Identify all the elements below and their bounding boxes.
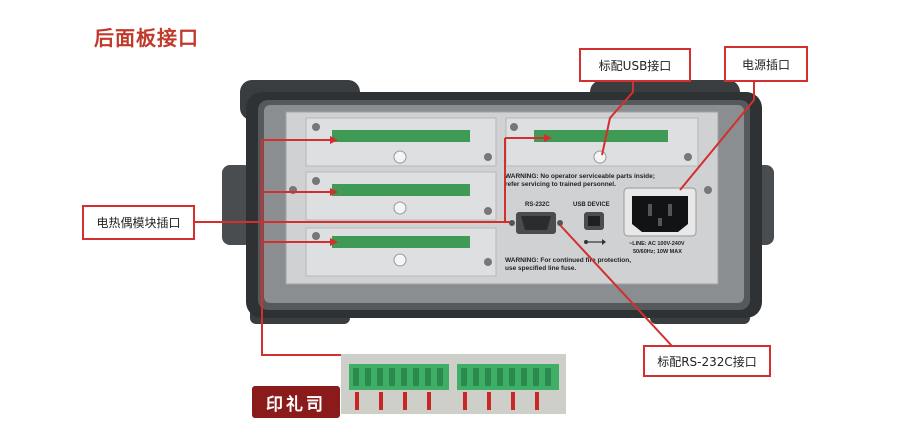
terminal-block-photo [341, 354, 566, 414]
rs232-callout: 标配RS-232C接口 [643, 345, 771, 377]
usb-device-label: USB DEVICE [573, 202, 610, 208]
thermocouple-module-slot [305, 117, 497, 167]
power-rating-text: ~LINE: AC 100V-240V [629, 241, 685, 247]
usb-icon [584, 239, 606, 245]
page-title: 后面板接口 [94, 26, 199, 50]
warning-top-text-2: refer servicing to trained personnel. [505, 181, 616, 188]
thermocouple-callout: 电热偶模块插口 [82, 205, 195, 240]
warning-top-text: WARNING: No operator serviceable parts i… [505, 173, 655, 180]
rs232-label: RS-232C [525, 202, 550, 208]
usb-connector [584, 212, 604, 230]
power-callout: 电源插口 [724, 46, 808, 82]
thermocouple-module-slot [305, 171, 497, 221]
callout-lines [195, 82, 755, 356]
rs232-connector [509, 212, 563, 234]
power-socket [623, 187, 697, 237]
thermocouple-module-slot [305, 227, 497, 277]
warning-bottom-text-2: use specified line fuse. [505, 265, 576, 272]
power-rating-text-2: 50/60Hz; 10W MAX [633, 249, 682, 255]
brand-stamp: 印礼司 [252, 386, 340, 418]
thermocouple-module-slot [505, 117, 699, 167]
callout-arrowheads [330, 134, 552, 246]
warning-bottom-text: WARNING: For continued fire protection, [505, 257, 631, 264]
usb-callout: 标配USB接口 [579, 48, 691, 82]
